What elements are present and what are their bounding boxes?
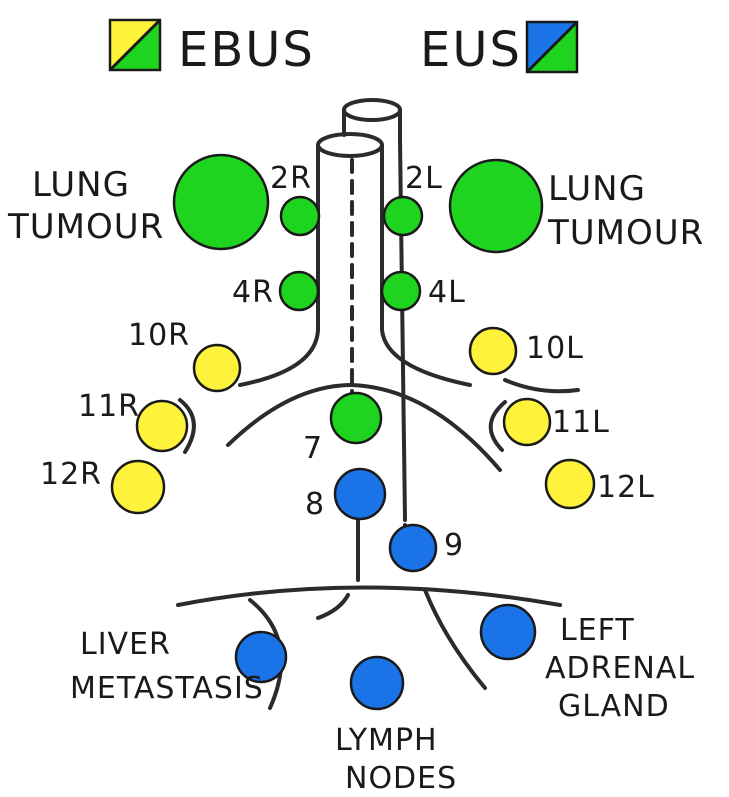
station-9-label: 9: [444, 528, 464, 563]
station-4R-label: 4R: [232, 275, 274, 310]
lung-tumour-right-label: LUNG TUMOUR: [7, 165, 164, 247]
eus-legend-swatch: [527, 22, 577, 72]
left-adrenal-gland-node: [481, 605, 535, 659]
station-7-label: 7: [303, 431, 323, 466]
liver-metastasis-label: LIVER METASTASIS: [70, 627, 264, 706]
station-11R-node: [137, 401, 187, 451]
left-adrenal-gland-label: LEFT ADRENAL GLAND: [545, 613, 706, 724]
lung-tumour-left-label: LUNG TUMOUR: [547, 169, 704, 253]
station-10L-label: 10L: [526, 331, 584, 366]
eus-legend-label: EUS: [420, 22, 522, 78]
lymph-nodes-node: [351, 657, 403, 709]
station-2L-label: 2L: [405, 161, 443, 196]
station-2R-label: 2R: [270, 161, 312, 196]
lymph-nodes-label: LYMPH NODES: [335, 723, 457, 796]
station-10R-node: [194, 345, 240, 391]
lung-tumour-right-node: [174, 155, 268, 249]
station-11R-label: 11R: [78, 389, 140, 424]
station-2L-node: [384, 197, 422, 235]
ebus-legend-label: EBUS: [178, 22, 315, 78]
station-9-node: [390, 525, 436, 571]
station-10R-label: 10R: [128, 318, 190, 353]
station-4L-label: 4L: [428, 275, 466, 310]
station-12L-node: [546, 460, 594, 508]
legend: EBUS EUS: [110, 20, 577, 78]
station-12R-node: [112, 461, 164, 513]
station-7-node: [331, 393, 381, 443]
station-10L-node: [470, 328, 516, 374]
station-4R-node: [280, 272, 318, 310]
station-12R-label: 12R: [40, 457, 102, 492]
station-2R-node: [281, 197, 319, 235]
lung-tumour-left-node: [450, 160, 542, 252]
station-11L-node: [504, 399, 550, 445]
ebus-legend-swatch: [110, 20, 160, 70]
station-8-label: 8: [305, 487, 325, 522]
station-8-node: [335, 469, 385, 519]
station-4L-node: [382, 272, 420, 310]
station-12L-label: 12L: [597, 470, 655, 505]
station-11L-label: 11L: [552, 405, 610, 440]
